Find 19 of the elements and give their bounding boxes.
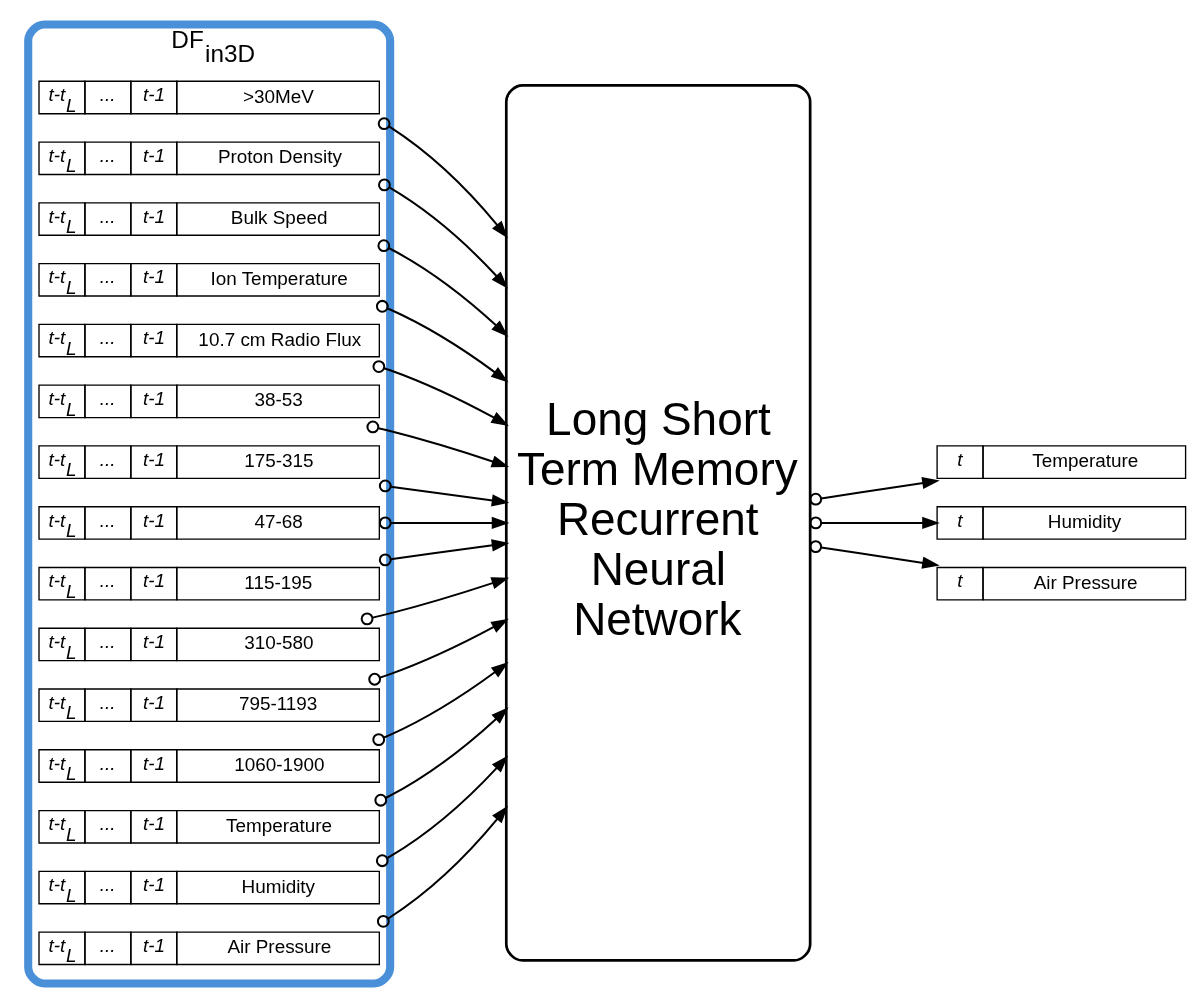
arrow bbox=[809, 540, 940, 569]
arrow bbox=[366, 420, 510, 468]
arrow bbox=[376, 805, 508, 928]
arrow bbox=[378, 178, 509, 289]
arrow bbox=[375, 299, 509, 383]
arrow bbox=[374, 707, 509, 807]
arrow bbox=[368, 618, 509, 686]
arrow bbox=[377, 117, 508, 239]
arrow bbox=[378, 539, 510, 567]
node-box: Long Short Term Memory Recurrent Neural Network bbox=[504, 84, 812, 962]
arrow bbox=[377, 239, 509, 337]
arrow bbox=[809, 476, 940, 506]
arrow bbox=[809, 516, 940, 530]
arrow bbox=[378, 516, 510, 530]
arrow bbox=[372, 661, 509, 747]
arrow bbox=[375, 755, 509, 868]
arrow bbox=[378, 479, 510, 507]
arrow bbox=[360, 577, 510, 626]
arrow bbox=[372, 360, 509, 426]
